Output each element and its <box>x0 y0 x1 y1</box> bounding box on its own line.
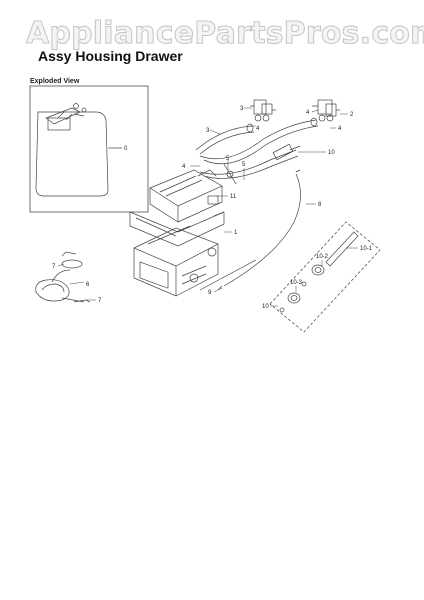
callout-4-b: 4 <box>306 110 310 116</box>
inlet-hoses <box>195 117 319 179</box>
filter-parts <box>279 231 359 313</box>
drawer <box>133 225 219 297</box>
callout-0: 0 <box>124 146 128 152</box>
callout-8: 8 <box>318 202 322 208</box>
diagram-title: Assy Housing Drawer <box>38 48 183 64</box>
callout-4-c: 4 <box>338 126 342 132</box>
callout-10-connector: 10 <box>328 150 335 156</box>
fitting-4 <box>226 170 234 178</box>
duct-6 <box>35 269 71 302</box>
callout-4-a: 4 <box>256 126 260 132</box>
leader-lines <box>57 107 358 307</box>
clamp-5 <box>223 163 237 185</box>
water-valve-left <box>250 99 276 122</box>
ring-7 <box>61 251 83 269</box>
watermark-logo: AppliancePartsPros.com <box>26 16 424 52</box>
water-valve-right <box>312 99 340 122</box>
callout-1: 1 <box>234 230 238 236</box>
inset-housing <box>35 103 109 197</box>
tube-8 <box>223 173 301 287</box>
filter-group-10 <box>269 221 381 333</box>
drawer-housing <box>129 169 225 247</box>
callout-4-d: 4 <box>182 164 186 170</box>
callout-3-top: 3 <box>240 106 244 112</box>
callout-5-b: 5 <box>242 162 246 168</box>
hose-connector-10 <box>272 143 301 161</box>
callout-7-bolt: 7 <box>98 298 102 304</box>
callout-3-hose: 3 <box>206 128 210 134</box>
callout-7-ring: 7 <box>52 264 56 270</box>
cap-small <box>207 247 217 257</box>
callout-10-2: 10-2 <box>316 254 329 260</box>
inset-label: Exploded View <box>30 78 80 85</box>
callout-6: 6 <box>86 282 90 288</box>
callout-10-group: 10 <box>262 304 269 310</box>
inset-frame <box>29 85 149 213</box>
bolt-7 <box>61 297 85 303</box>
callout-9: 9 <box>208 290 212 296</box>
callout-2: 2 <box>350 112 354 118</box>
callout-5-a: 5 <box>226 156 230 162</box>
callout-11: 11 <box>230 194 237 200</box>
callout-10-3: 10-3 <box>290 280 303 286</box>
rod-9 <box>199 259 257 291</box>
callout-10-1: 10-1 <box>360 246 373 252</box>
